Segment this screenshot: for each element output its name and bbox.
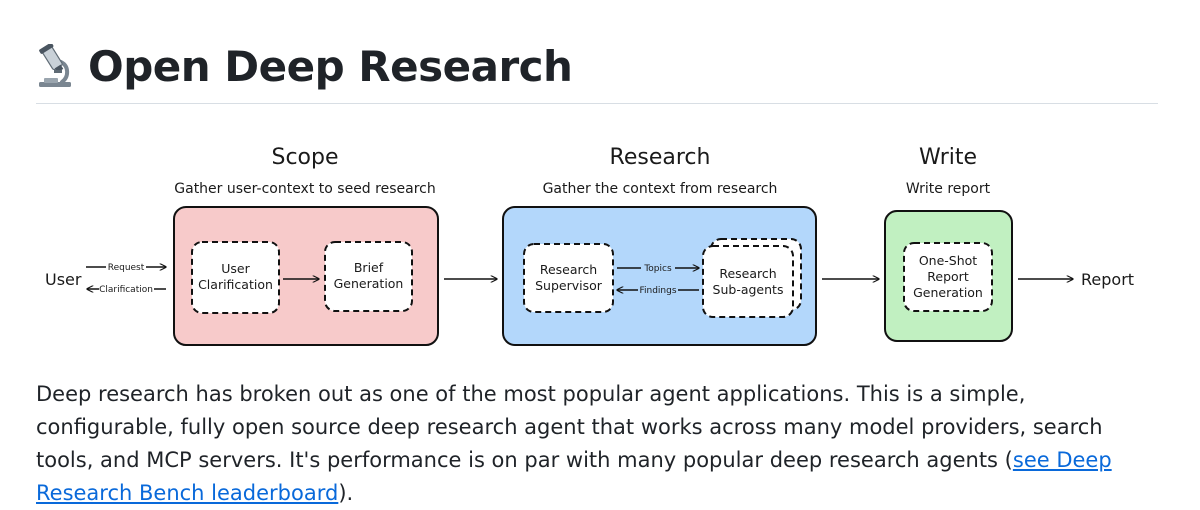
user-clarification-node: User Clarification xyxy=(191,241,280,314)
stage-subtitle-research: Gather the context from research xyxy=(543,181,778,197)
description-paragraph: Deep research has broken out as one of t… xyxy=(36,378,1166,510)
findings-edge-label: Findings xyxy=(639,286,676,296)
stage-subtitle-scope: Gather user-context to seed research xyxy=(174,181,435,197)
node-label: Generation xyxy=(334,276,404,291)
description-text-end: ). xyxy=(338,481,354,505)
research-supervisor-node: Research Supervisor xyxy=(523,243,614,313)
stage-title-research: Research xyxy=(610,145,711,170)
clarification-edge-label: Clarification xyxy=(99,285,153,295)
microscope-icon xyxy=(36,42,74,88)
edge-label-bg xyxy=(641,262,675,274)
brief-generation-node: Brief Generation xyxy=(324,241,413,312)
node-label: Sub-agents xyxy=(713,282,784,297)
request-edge-label: Request xyxy=(108,263,145,273)
edge-label-bg xyxy=(638,284,678,296)
edge-label-bg xyxy=(106,261,146,273)
page-title-text: Open Deep Research xyxy=(88,41,573,91)
heading-divider xyxy=(36,103,1158,104)
node-label: Supervisor xyxy=(535,278,603,293)
research-subagents-node: Research Sub-agents xyxy=(702,238,802,318)
page-title: Open Deep Research xyxy=(36,36,573,96)
node-label: Report xyxy=(927,269,969,284)
topics-edge-label: Topics xyxy=(643,264,672,274)
architecture-diagram: Scope Gather user-context to seed resear… xyxy=(45,145,1134,346)
node-label: One-Shot xyxy=(919,253,977,268)
user-endpoint-label: User xyxy=(45,270,82,289)
edge-label-bg xyxy=(99,283,154,295)
node-label: Clarification xyxy=(198,277,273,292)
node-label: User xyxy=(221,261,250,276)
node-label: Research xyxy=(719,266,776,281)
stage-title-write: Write xyxy=(919,145,977,170)
node-label: Brief xyxy=(354,260,384,275)
report-endpoint-label: Report xyxy=(1081,270,1134,289)
node-label: Generation xyxy=(913,285,983,300)
description-text: Deep research has broken out as one of t… xyxy=(36,382,1103,472)
stage-subtitle-write: Write report xyxy=(906,181,991,197)
one-shot-report-node: One-Shot Report Generation xyxy=(903,242,993,312)
stage-title-scope: Scope xyxy=(271,145,338,170)
node-label: Research xyxy=(540,262,597,277)
